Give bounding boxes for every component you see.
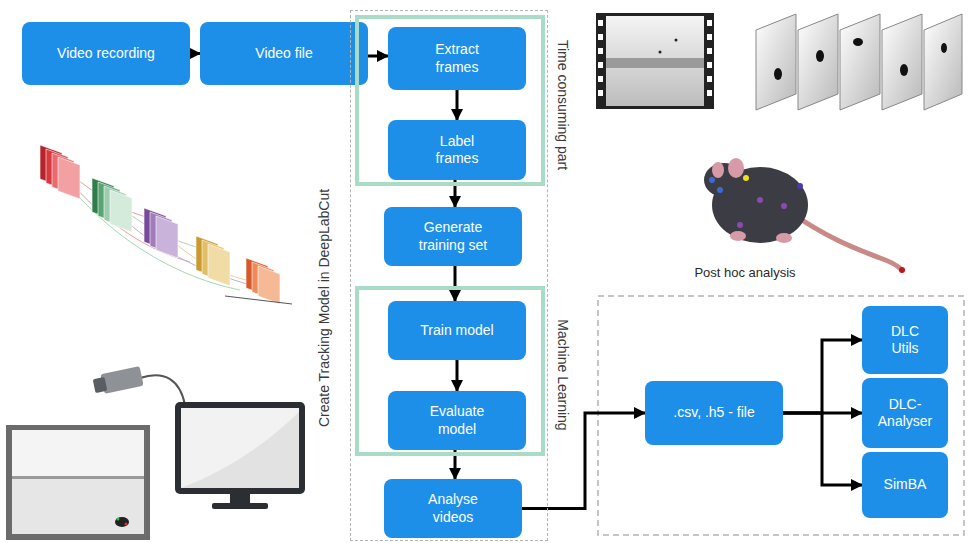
- mouse-figure: [704, 158, 905, 273]
- box-text: DLC-Analyser: [873, 396, 937, 431]
- box-text: Train model: [420, 322, 493, 340]
- process-box: Train model: [388, 301, 526, 360]
- flow-arrow: [368, 55, 388, 58]
- figure-caption: Post hoc analysis: [694, 265, 795, 280]
- process-box: DLC-Analyser: [862, 378, 948, 448]
- box-text: Video file: [255, 45, 312, 63]
- flow-arrow: [783, 413, 862, 485]
- process-box: Evaluate model: [388, 391, 526, 450]
- box-text: Evaluate model: [422, 403, 492, 438]
- flow-arrow: [456, 90, 459, 120]
- network-figure: [40, 145, 292, 304]
- flow-arrow: [522, 413, 645, 509]
- frame-label: Machine Learning: [555, 319, 571, 430]
- process-box: Analyse videos: [384, 479, 522, 538]
- box-text: Label frames: [422, 133, 492, 168]
- process-box: Generate training set: [384, 207, 522, 266]
- analysis-region: [598, 296, 964, 535]
- highlight-frame: Machine LearningTrain modelEvaluate mode…: [355, 286, 545, 456]
- process-box: Label frames: [388, 120, 526, 180]
- box-text: SimBA: [884, 476, 927, 494]
- process-box: Video file: [200, 22, 368, 85]
- highlight-frame: Time consuming partExtract framesLabel f…: [355, 15, 545, 186]
- process-box: DLC Utils: [862, 306, 948, 374]
- frame-label: Time consuming part: [555, 40, 571, 170]
- box-text: DLC Utils: [880, 323, 930, 358]
- process-box: .csv, .h5 - file: [645, 381, 783, 445]
- process-box: Extract frames: [388, 27, 526, 90]
- process-box: SimBA: [862, 452, 948, 518]
- flow-arrow: [454, 266, 457, 301]
- box-text: .csv, .h5 - file: [673, 404, 754, 422]
- flow-arrow: [783, 340, 862, 413]
- box-text: Video recording: [57, 45, 155, 63]
- flow-arrow: [190, 52, 200, 55]
- box-text: Extract frames: [422, 41, 492, 76]
- frame-label: Create Tracking Model in DeepLabCut: [316, 189, 332, 427]
- box-text: Analyse videos: [418, 491, 488, 526]
- frame-stack: [756, 14, 962, 110]
- process-box: Video recording: [22, 22, 190, 85]
- box-text: Generate training set: [411, 219, 495, 254]
- arena-photo: [6, 425, 150, 540]
- flow-arrow: [456, 360, 459, 391]
- film-strip: [596, 13, 714, 109]
- group-frame: Create Tracking Model in DeepLabCutTime …: [350, 10, 548, 541]
